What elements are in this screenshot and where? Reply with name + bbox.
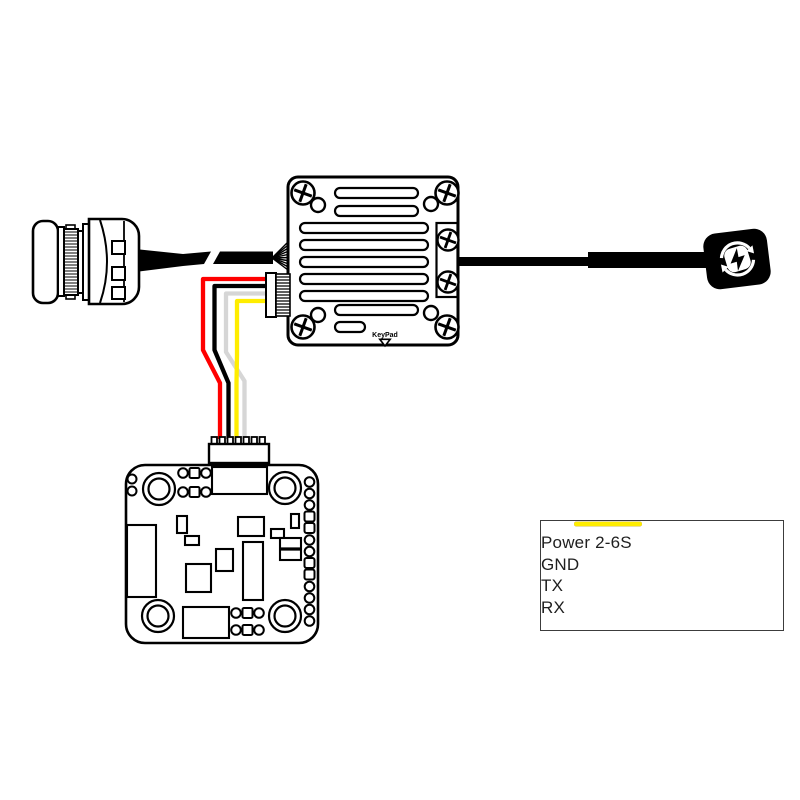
legend-row-tx: TX [541, 521, 783, 597]
cable-taper [135, 249, 183, 272]
tx-wire [223, 291, 266, 439]
mounting-holes [140, 470, 303, 634]
cable-break-seg-2 [213, 251, 273, 264]
fpv-camera [31, 217, 141, 306]
keypad-pointer-icon [378, 338, 392, 348]
legend-row-gnd: GND [541, 521, 783, 576]
signal-wire-harness [200, 276, 266, 439]
rx-color-swatch [574, 521, 642, 527]
antenna-cable [458, 252, 706, 268]
gnd-wire [212, 283, 266, 439]
legend-row-power: Power 2-6S [541, 521, 783, 554]
focus-ring-knurl [64, 231, 78, 293]
plug-body [207, 442, 271, 465]
rx-wire [234, 298, 266, 439]
legend-label-gnd: GND [541, 554, 580, 574]
heatsink-slots [298, 186, 430, 334]
flight-controller [124, 463, 320, 645]
video-transmitter: KeyPad [265, 175, 460, 348]
solder-pads [126, 467, 316, 636]
keypad-label: KeyPad [372, 332, 398, 339]
harness-connector [265, 272, 291, 318]
body-tab-3 [111, 286, 126, 300]
lightning-bolt-icon [730, 248, 745, 271]
body-curve [99, 219, 108, 304]
camera-cable [135, 239, 291, 273]
camera-body [87, 217, 141, 306]
antenna-logo-icon [719, 241, 756, 277]
legend-label-tx: TX [541, 576, 564, 596]
legend-label-power: Power 2-6S [541, 533, 632, 553]
lollipop-antenna [703, 228, 771, 290]
wire-color-legend: Power 2-6S GND TX RX [540, 520, 784, 631]
antenna-mount-block [435, 221, 460, 299]
fc-components [125, 465, 303, 640]
connector-ribs [276, 276, 290, 314]
legend-row-rx: RX [541, 521, 783, 619]
vtx-screws [290, 180, 460, 340]
fc-plug [207, 436, 271, 465]
legend-label-rx: RX [541, 598, 566, 618]
body-tab-2 [111, 266, 126, 281]
lens-hood [31, 219, 60, 305]
body-tab-1 [111, 240, 126, 255]
power-wire [200, 276, 266, 439]
cable-seg-1 [183, 251, 211, 266]
